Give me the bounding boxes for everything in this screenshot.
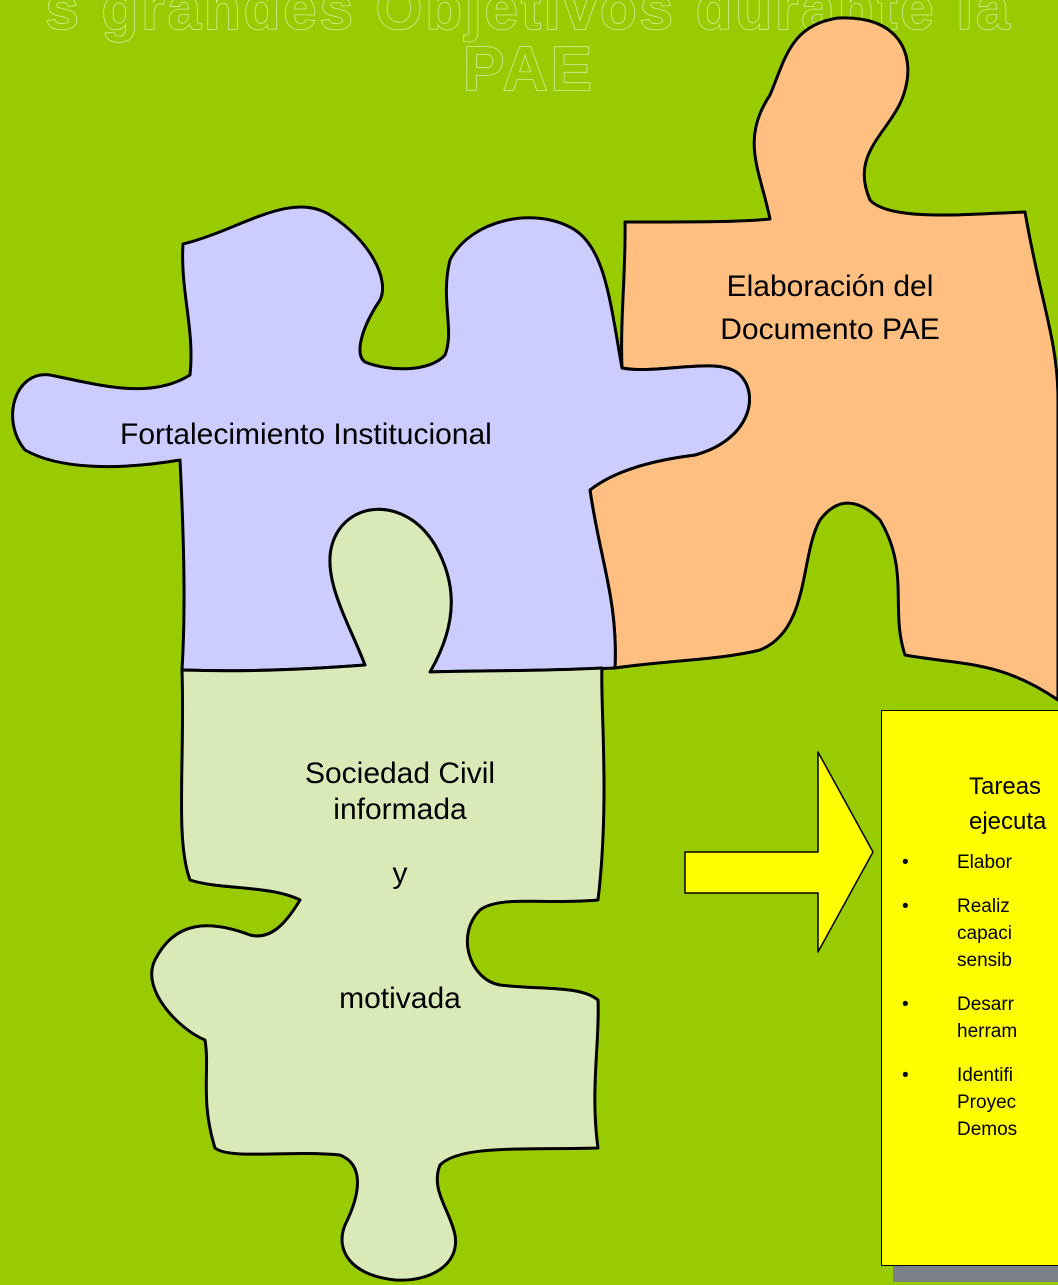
slide-title-line-2: PAE: [462, 34, 595, 105]
bullet-icon: •: [902, 1065, 909, 1086]
task-item: • Realiz capaci sensib: [882, 893, 1058, 974]
label-elaboracion-line-2: Documento PAE: [720, 313, 940, 346]
arrow-right-icon: [684, 751, 874, 953]
task-item-text: Elabor: [957, 852, 1012, 873]
puzzle-piece-orange: [588, 16, 1058, 702]
task-item: • Elabor: [882, 849, 1058, 876]
label-sociedad-line-1: Sociedad Civil: [304, 757, 496, 790]
task-item-text: sensib: [957, 950, 1012, 971]
bullet-icon: •: [902, 852, 909, 873]
task-list: • Elabor • Realiz capaci sensib • Desarr…: [882, 849, 1058, 1160]
puzzle-piece-purple: [11, 205, 751, 674]
task-item-text: Identifi: [957, 1065, 1013, 1086]
task-item-text: Demos: [957, 1119, 1018, 1140]
label-sociedad-line-4: motivada: [339, 982, 461, 1015]
task-item-text: Proyec: [957, 1092, 1017, 1113]
label-elaboracion-line-1: Elaboración del: [726, 270, 934, 303]
label-sociedad-line-3: y: [392, 857, 408, 890]
task-item-text: Realiz: [957, 896, 1010, 917]
task-item-text: herram: [957, 1021, 1018, 1042]
task-box-title: Tareas ejecuta: [969, 769, 1046, 839]
puzzle-piece-green: [150, 507, 606, 1282]
bullet-icon: •: [902, 896, 909, 917]
task-item-text: Desarr: [957, 994, 1015, 1015]
task-item: • Identifi Proyec Demos: [882, 1062, 1058, 1143]
bullet-icon: •: [902, 994, 909, 1015]
task-box-title-line-1: Tareas: [969, 773, 1042, 800]
task-item: • Desarr herram: [882, 991, 1058, 1045]
label-sociedad-line-2: informada: [333, 793, 467, 826]
task-box-title-line-2: ejecuta: [969, 808, 1047, 835]
label-fortalecimiento: Fortalecimiento Institucional: [120, 418, 492, 451]
task-item-text: capaci: [957, 923, 1012, 944]
task-box: Tareas ejecuta • Elabor • Realiz capaci …: [881, 710, 1058, 1266]
